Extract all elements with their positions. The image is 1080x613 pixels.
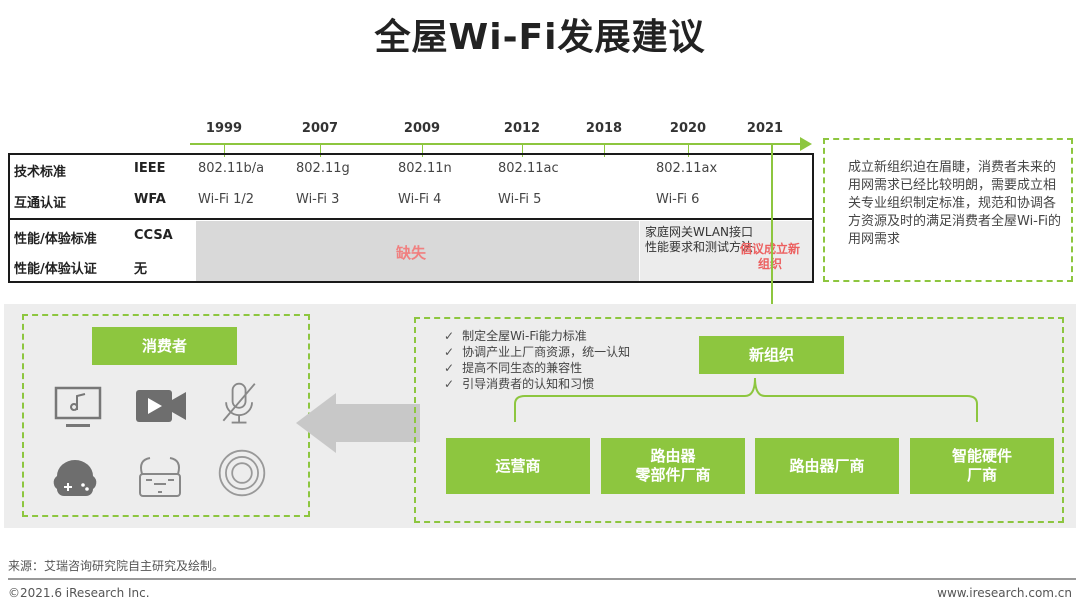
website-link[interactable]: www.iresearch.com.cn [937, 586, 1072, 600]
timeline-tick [224, 145, 225, 157]
source-note: 来源：艾瑞咨询研究院自主研究及绘制。 [8, 559, 225, 573]
table-cell: Wi-Fi 6 [656, 192, 700, 207]
checklist-item: 提高不同生态的兼容性 [444, 360, 630, 376]
table-cell: Wi-Fi 1/2 [198, 192, 255, 207]
party-router-maker: 路由器厂商 [755, 438, 899, 494]
wlan-spec-area [640, 221, 812, 281]
new-org-label: 新组织 [699, 336, 844, 374]
row-label-tech-standard: 技术标准 [14, 165, 67, 180]
table-cell: 802.11g [296, 161, 350, 176]
timeline-year: 2009 [403, 121, 441, 136]
table-cell: 802.11n [398, 161, 452, 176]
org-none: 无 [134, 262, 148, 277]
party-router-parts: 路由器 零部件厂商 [601, 438, 745, 494]
timeline-arrow-icon [800, 137, 812, 151]
row-label-perf-cert: 性能/体验认证 [14, 262, 97, 277]
table-cell: Wi-Fi 5 [498, 192, 542, 207]
table-divider [8, 218, 814, 220]
missing-area [196, 221, 639, 281]
wlan-spec-label: 家庭网关WLAN接口性能要求和测试方法 [645, 225, 754, 254]
row-label-perf-standard: 性能/体验标准 [14, 232, 97, 247]
table-cell: Wi-Fi 4 [398, 192, 442, 207]
checklist-item: 制定全屋Wi-Fi能力标准 [444, 328, 630, 344]
org-ieee: IEEE [134, 161, 166, 176]
timeline-year: 2007 [301, 121, 339, 136]
video-camera-icon [136, 390, 186, 422]
timeline-year: 2020 [669, 121, 707, 136]
party-smart-hardware: 智能硬件 厂商 [910, 438, 1054, 494]
footer-divider [8, 578, 1076, 580]
org-wfa: WFA [134, 192, 166, 207]
row-label-interop-cert: 互通认证 [14, 196, 67, 211]
note-text: 成立新组织迫在眉睫，消费者未来的用网需求已经比较明朗，需要成立相关专业组织制定标… [848, 160, 1062, 247]
big-arrow-body [334, 404, 420, 442]
table-cell: Wi-Fi 3 [296, 192, 340, 207]
timeline-year: 2021 [746, 121, 784, 136]
timeline-tick [522, 145, 523, 157]
timeline-year: 2012 [503, 121, 541, 136]
timeline-line [190, 143, 802, 145]
timeline-tick [320, 145, 321, 157]
vr-glasses-icon [139, 457, 181, 497]
checklist-item: 协调产业上厂商资源，统一认知 [444, 344, 630, 360]
timeline-year: 1999 [205, 121, 243, 136]
missing-label: 缺失 [396, 244, 427, 262]
timeline-tick [688, 145, 689, 157]
advocate-new-org-label: 倡议成立新组织 [740, 242, 801, 271]
timeline-tick [422, 145, 423, 157]
music-tv-icon [54, 386, 102, 427]
checklist: 制定全屋Wi-Fi能力标准 协调产业上厂商资源，统一认知 提高不同生态的兼容性 … [444, 328, 630, 392]
consumer-label: 消费者 [92, 327, 237, 365]
table-cell: 802.11b/a [198, 161, 265, 176]
table-cell: 802.11ac [498, 161, 559, 176]
page-title: 全屋Wi-Fi发展建议 [374, 17, 706, 58]
timeline-year: 2018 [585, 121, 623, 136]
party-operator: 运营商 [446, 438, 590, 494]
new-org-box [414, 317, 1064, 523]
robot-vacuum-icon [218, 449, 266, 497]
arrow-left-icon [296, 393, 336, 453]
connector-line [771, 145, 773, 323]
note-box [823, 138, 1073, 282]
table-cell: 802.11ax [656, 161, 718, 176]
org-ccsa: CCSA [134, 228, 173, 243]
copyright: ©2021.6 iResearch Inc. [8, 586, 150, 600]
brace-connector [514, 377, 978, 422]
gamepad-icon [53, 460, 97, 496]
timeline-tick [604, 145, 605, 157]
checklist-item: 引导消费者的认知和习惯 [444, 376, 630, 392]
muted-microphone-icon [222, 382, 256, 424]
